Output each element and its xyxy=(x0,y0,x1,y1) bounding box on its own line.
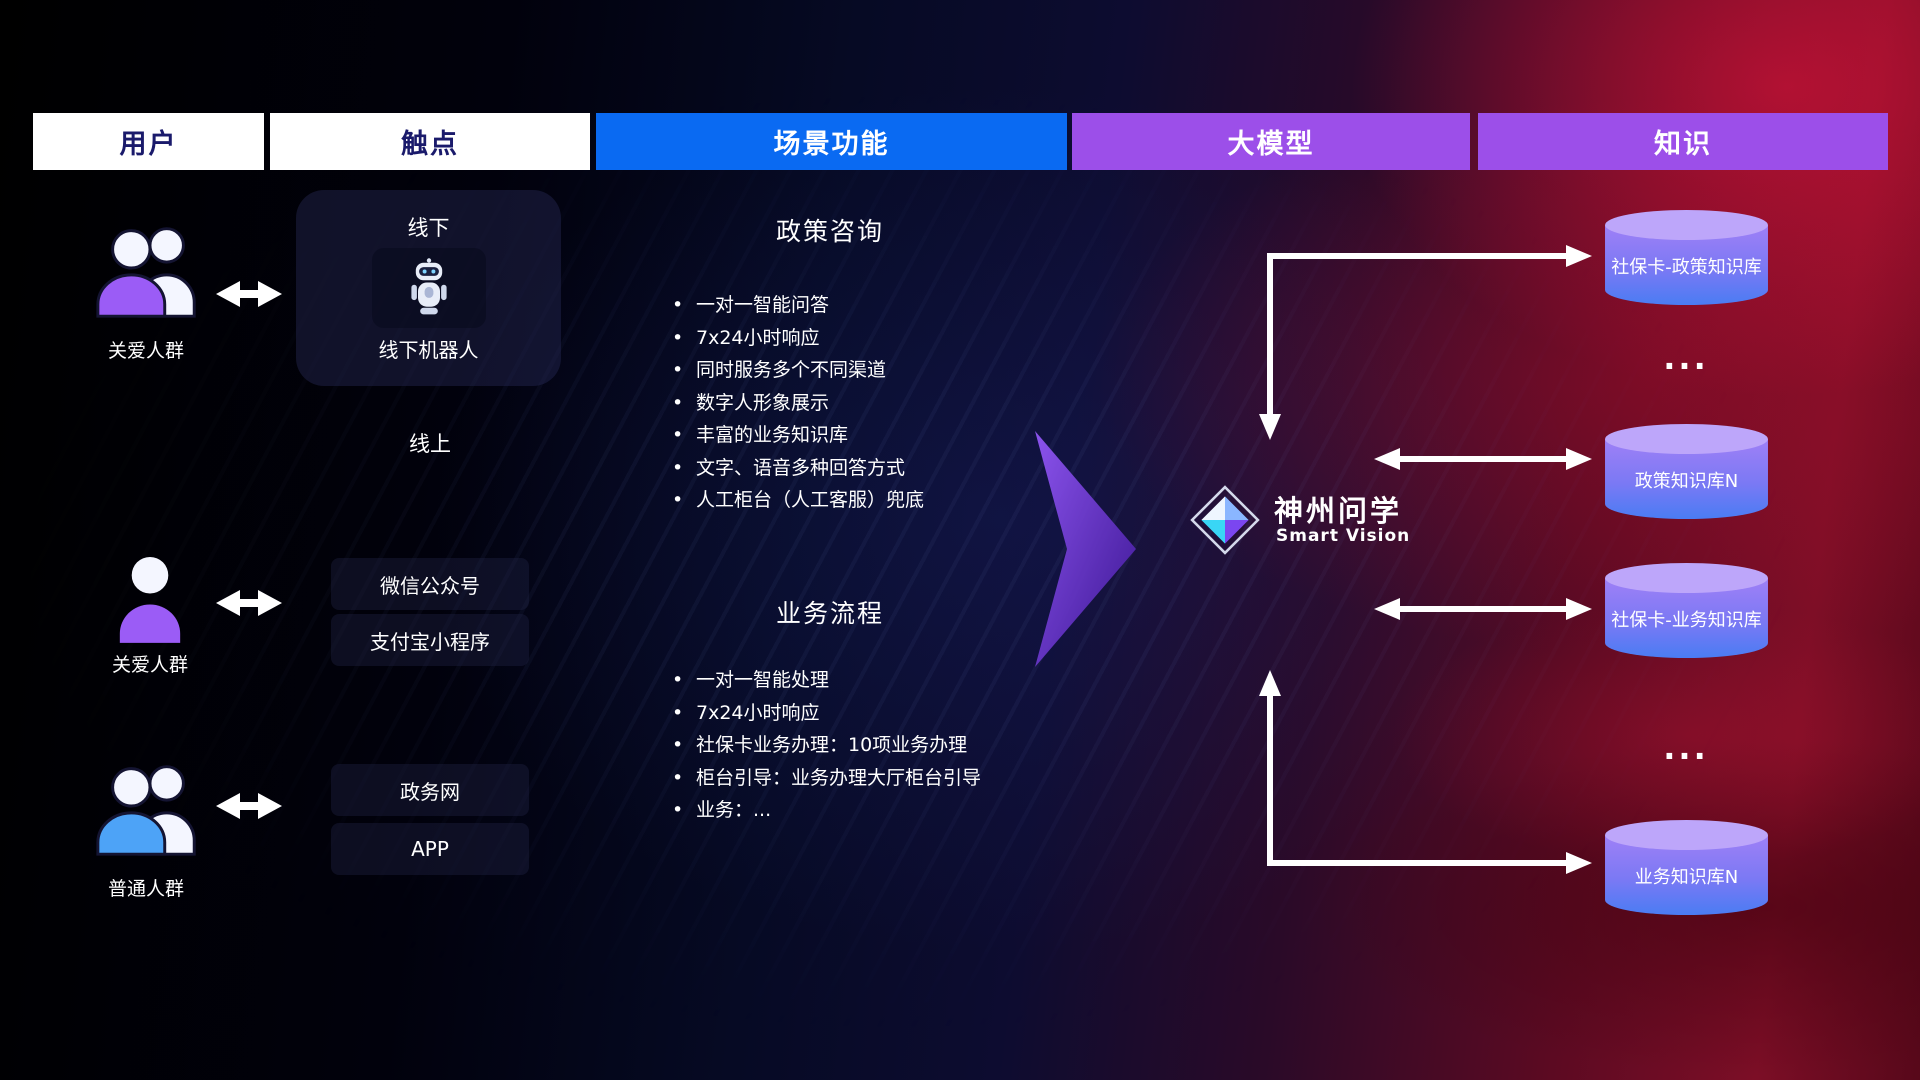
offline-robot-label: 线下机器人 xyxy=(378,338,479,362)
db-label: 社保卡-业务知识库 xyxy=(1611,610,1762,632)
policy-section-title: 政策咨询 xyxy=(775,217,884,246)
user-single-label: 关爱人群 xyxy=(111,654,188,676)
robot-icon xyxy=(411,258,447,315)
touchpoint-app: APP xyxy=(331,823,529,875)
user-general-label: 普通人群 xyxy=(107,878,184,900)
db-label: 业务知识库N xyxy=(1634,867,1739,889)
list-item: 一对一智能问答 xyxy=(670,289,924,322)
header-scenarios: 场景功能 xyxy=(596,113,1067,170)
db-label: 政策知识库N xyxy=(1634,471,1739,493)
business-section-title: 业务流程 xyxy=(775,599,884,628)
list-item: 数字人形象展示 xyxy=(670,387,924,420)
touchpoint-gov-web: 政务网 xyxy=(331,764,529,816)
model-subtitle: Smart Vision xyxy=(1276,526,1411,546)
list-item: 7x24小时响应 xyxy=(670,697,981,730)
list-item: 丰富的业务知识库 xyxy=(670,419,924,452)
group-people-icon xyxy=(90,217,208,321)
list-item: 业务：... xyxy=(670,794,981,827)
touchpoint-alipay-label: 支付宝小程序 xyxy=(370,629,490,654)
offline-title: 线下 xyxy=(407,216,450,240)
touchpoint-app-label: APP xyxy=(411,837,449,861)
database-cylinder-icon: 业务知识库N xyxy=(1601,818,1772,920)
header-knowledge: 知识 xyxy=(1478,113,1888,170)
online-title: 线上 xyxy=(409,432,451,456)
elbow-arrow-db1 xyxy=(1267,253,1568,418)
diamond-gem-icon xyxy=(1190,485,1260,555)
list-item: 7x24小时响应 xyxy=(670,322,924,355)
person-icon xyxy=(118,549,182,649)
list-item: 人工柜台（人工客服）兜底 xyxy=(670,484,924,517)
ellipsis: ... xyxy=(1663,729,1709,767)
group-people-icon xyxy=(90,755,208,859)
touchpoint-wechat-label: 微信公众号 xyxy=(380,573,480,598)
big-right-arrow-icon xyxy=(1035,431,1136,667)
business-feature-list: 一对一智能处理 7x24小时响应 社保卡业务办理：10项业务办理 柜台引导：业务… xyxy=(670,664,981,827)
touchpoint-wechat: 微信公众号 xyxy=(331,558,529,610)
list-item: 一对一智能处理 xyxy=(670,664,981,697)
ellipsis: ... xyxy=(1663,339,1709,377)
header-touchpoints: 触点 xyxy=(270,113,590,170)
list-item: 柜台引导：业务办理大厅柜台引导 xyxy=(670,762,981,795)
offline-touchpoint-card: 线下 线下机器人 xyxy=(296,190,561,386)
database-cylinder-icon: 社保卡-业务知识库 xyxy=(1601,561,1772,663)
model-name: 神州问学 xyxy=(1274,494,1403,528)
database-cylinder-icon: 社保卡-政策知识库 xyxy=(1601,208,1772,310)
list-item: 社保卡业务办理：10项业务办理 xyxy=(670,729,981,762)
user-group-label: 关爱人群 xyxy=(107,340,184,362)
policy-feature-list: 一对一智能问答 7x24小时响应 同时服务多个不同渠道 数字人形象展示 丰富的业… xyxy=(670,289,924,517)
database-cylinder-icon: 政策知识库N xyxy=(1601,422,1772,524)
list-item: 文字、语音多种回答方式 xyxy=(670,452,924,485)
db-label: 社保卡-政策知识库 xyxy=(1611,257,1762,279)
header-model: 大模型 xyxy=(1072,113,1470,170)
header-users: 用户 xyxy=(33,113,264,170)
touchpoint-gov-web-label: 政务网 xyxy=(400,779,460,804)
robot-box xyxy=(372,248,486,328)
touchpoint-alipay: 支付宝小程序 xyxy=(331,614,529,666)
elbow-arrow-db4 xyxy=(1267,692,1568,866)
list-item: 同时服务多个不同渠道 xyxy=(670,354,924,387)
